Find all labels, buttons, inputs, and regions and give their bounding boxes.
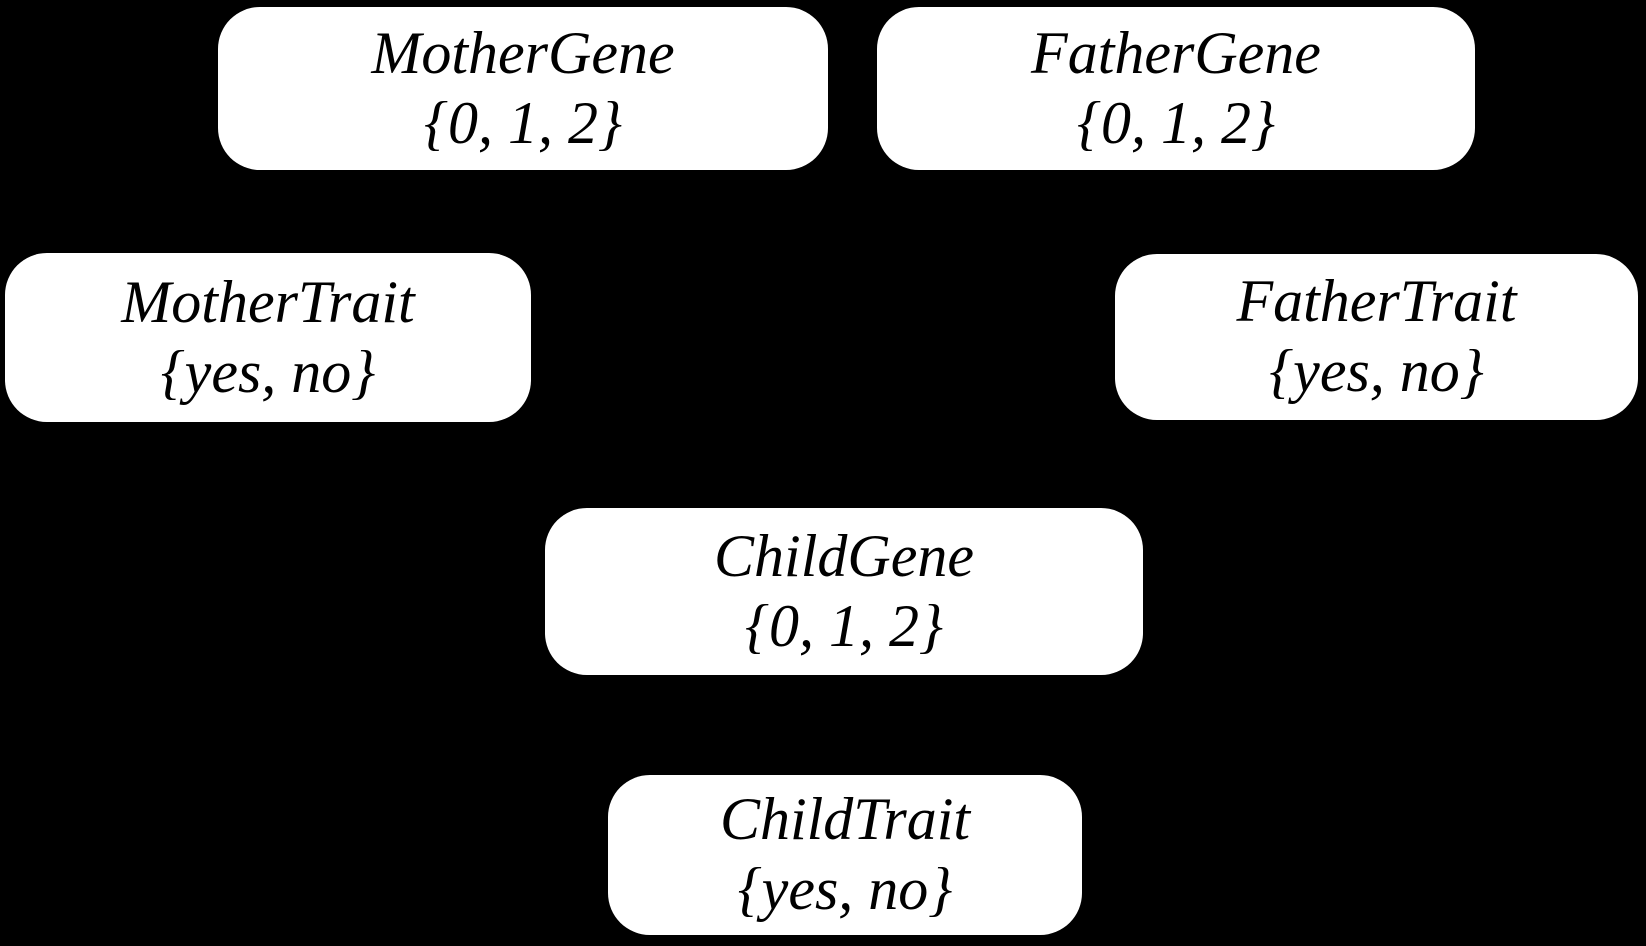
node-domain: {yes, no} <box>1269 338 1484 404</box>
diagram-node-father-trait: FatherTrait {yes, no} <box>1115 254 1638 420</box>
node-label: ChildTrait <box>719 786 971 853</box>
node-domain: {0, 1, 2} <box>424 89 622 156</box>
node-label: MotherTrait <box>121 268 415 335</box>
diagram-node-child-gene: ChildGene {0, 1, 2} <box>545 508 1143 675</box>
node-domain: {0, 1, 2} <box>1077 89 1275 156</box>
node-label: MotherGene <box>371 19 675 86</box>
diagram-node-child-trait: ChildTrait {yes, no} <box>608 775 1082 935</box>
node-domain: {yes, no} <box>160 338 376 405</box>
node-domain: {0, 1, 2} <box>745 592 943 659</box>
diagram-node-father-gene: FatherGene {0, 1, 2} <box>877 7 1475 170</box>
diagram-node-mother-gene: MotherGene {0, 1, 2} <box>218 7 828 170</box>
node-label: ChildGene <box>714 522 974 589</box>
node-label: FatherGene <box>1031 19 1321 86</box>
node-label: FatherTrait <box>1236 268 1517 335</box>
node-domain: {yes, no} <box>737 856 953 922</box>
diagram-node-mother-trait: MotherTrait {yes, no} <box>5 253 531 422</box>
